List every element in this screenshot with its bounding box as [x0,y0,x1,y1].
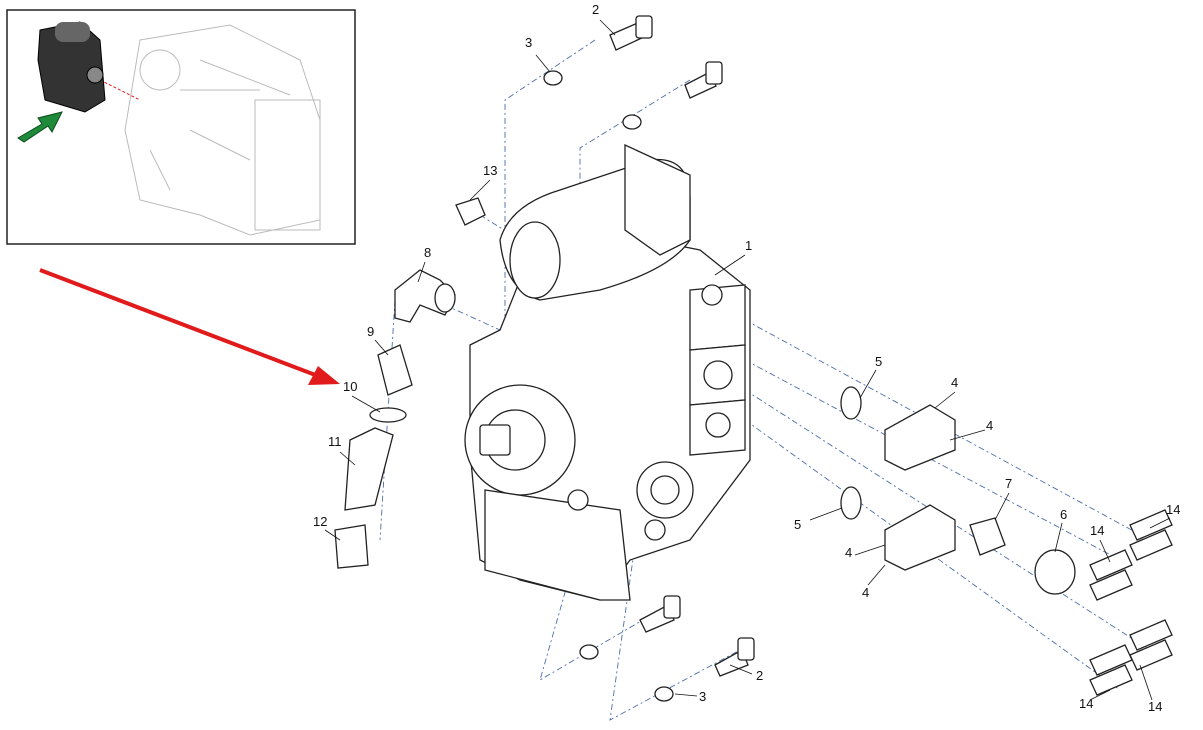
engine-ghost [99,24,321,236]
callout-2: 2 [592,2,600,17]
flange-parts [840,386,1173,696]
callout-5: 5 [875,354,883,369]
callout-14: 14 [1079,696,1094,711]
callout-4: 4 [862,585,870,600]
callout-1: 1 [745,238,753,253]
callout-14: 14 [1166,502,1181,517]
callout-7: 7 [1005,476,1013,491]
leader-lines [324,19,1171,701]
callout-8: 8 [424,245,432,260]
locator-inset [6,9,356,245]
callout-9: 9 [367,324,375,339]
callout-6: 6 [1060,507,1068,522]
callout-14: 14 [1090,523,1105,538]
hydraulic-pump [464,143,751,601]
callout-3: 3 [699,689,707,704]
green-pointer-arrow [17,111,63,143]
callout-14: 14 [1148,699,1163,714]
callout-12: 12 [313,514,328,529]
callout-10: 10 [343,379,358,394]
bolts-washers [543,15,755,702]
callout-2: 2 [756,668,764,683]
fittings [334,197,486,569]
callout-11: 11 [328,434,342,449]
pump-thumbnail [37,21,106,113]
highlight-arrow [39,268,340,385]
callout-4: 4 [845,545,853,560]
callout-4: 4 [986,418,994,433]
callout-3: 3 [525,35,533,50]
callout-13: 13 [483,163,498,178]
callout-5: 5 [794,517,802,532]
callout-4: 4 [951,375,959,390]
